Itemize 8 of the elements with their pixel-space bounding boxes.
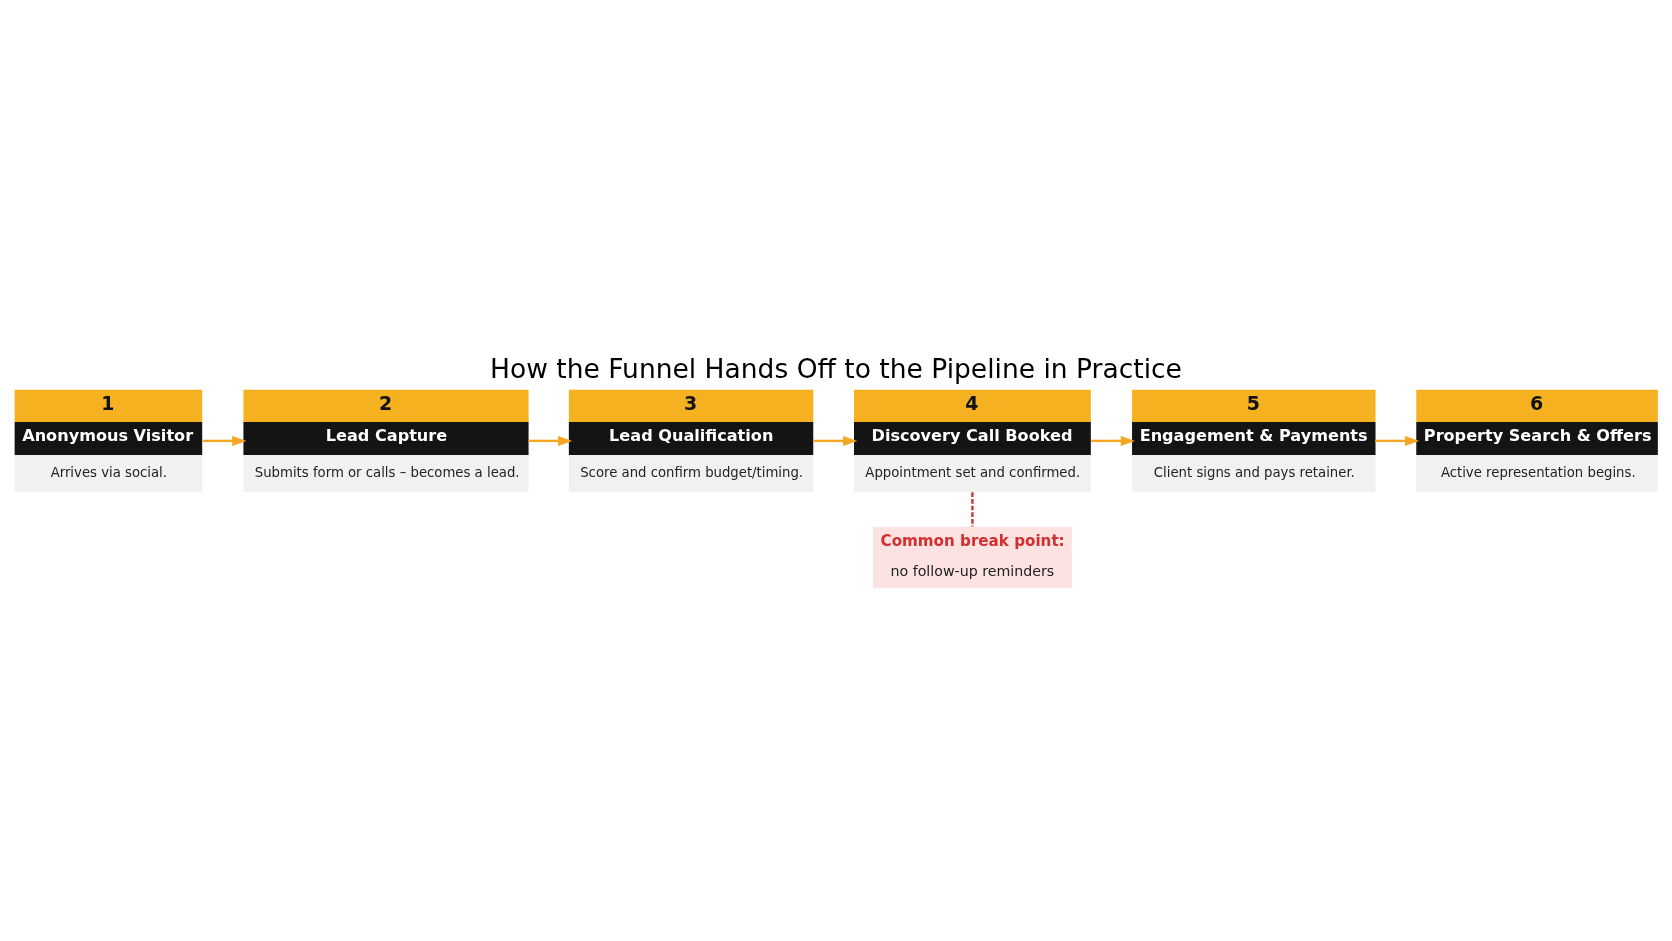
arrow [1375,435,1420,446]
diagram-title: How the Funnel Hands Off to the Pipeline in Practice [490,352,1182,384]
connector [971,492,974,527]
arrow [1090,435,1135,446]
arrow [528,435,573,446]
node-box: Common break point: no follow-up reminders [872,526,1072,589]
arrow [202,435,247,446]
arrow [813,435,858,446]
